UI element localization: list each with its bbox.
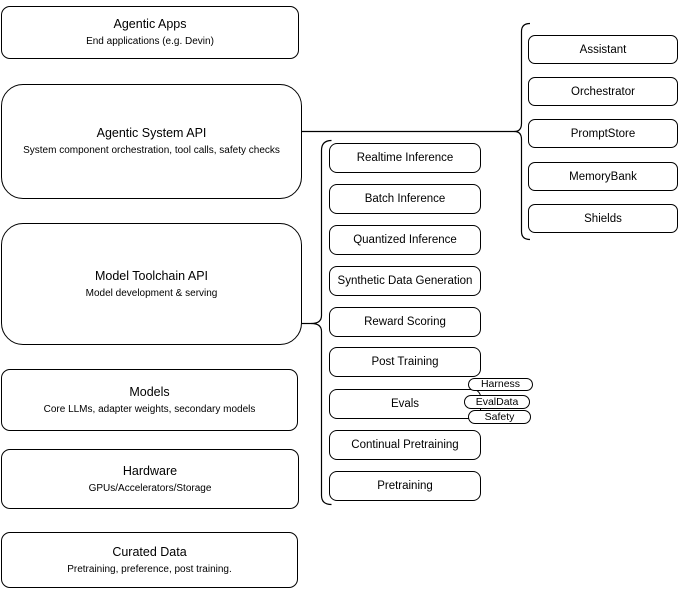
layer-agentic-system-api: Agentic System API System component orch… [1,84,302,199]
layer-model-toolchain-api: Model Toolchain API Model development & … [1,223,302,345]
layer-subtitle: GPUs/Accelerators/Storage [88,482,212,494]
system-item-assistant: Assistant [528,35,678,64]
toolchain-item-realtime-inference: Realtime Inference [329,143,481,173]
system-item-orchestrator: Orchestrator [528,77,678,106]
layer-title: Agentic Apps [113,17,187,31]
toolchain-item-continual-pretraining: Continual Pretraining [329,430,481,460]
toolchain-item-batch-inference: Batch Inference [329,184,481,214]
toolchain-item-pretraining: Pretraining [329,471,481,501]
layer-models: Models Core LLMs, adapter weights, secon… [1,369,298,431]
layer-subtitle: End applications (e.g. Devin) [86,36,214,47]
layer-title: Curated Data [112,544,187,559]
layer-subtitle: Model development & serving [85,287,218,299]
toolchain-item-evals: Evals [329,389,481,419]
layer-title: Agentic System API [96,126,207,140]
layer-subtitle: System component orchestration, tool cal… [23,145,280,156]
layer-title: Models [129,384,170,399]
eval-tag-evaldata: EvalData [464,395,530,409]
layer-hardware: Hardware GPUs/Accelerators/Storage [1,449,299,509]
eval-tag-harness: Harness [468,378,533,391]
system-item-memorybank: MemoryBank [528,162,678,191]
toolchain-item-reward-scoring: Reward Scoring [329,307,481,337]
toolchain-item-synthetic-data-generation: Synthetic Data Generation [329,266,481,296]
layer-subtitle: Pretraining, preference, post training. [67,563,232,575]
eval-tag-safety: Safety [468,410,531,424]
layer-subtitle: Core LLMs, adapter weights, secondary mo… [43,403,256,415]
system-item-promptstore: PromptStore [528,119,678,148]
toolchain-item-post-training: Post Training [329,347,481,377]
layer-title: Model Toolchain API [94,268,209,283]
system-item-shields: Shields [528,204,678,233]
layer-agentic-apps: Agentic Apps End applications (e.g. Devi… [1,6,299,59]
layer-curated-data: Curated Data Pretraining, preference, po… [1,532,298,588]
layer-title: Hardware [122,463,178,478]
toolchain-item-quantized-inference: Quantized Inference [329,225,481,255]
